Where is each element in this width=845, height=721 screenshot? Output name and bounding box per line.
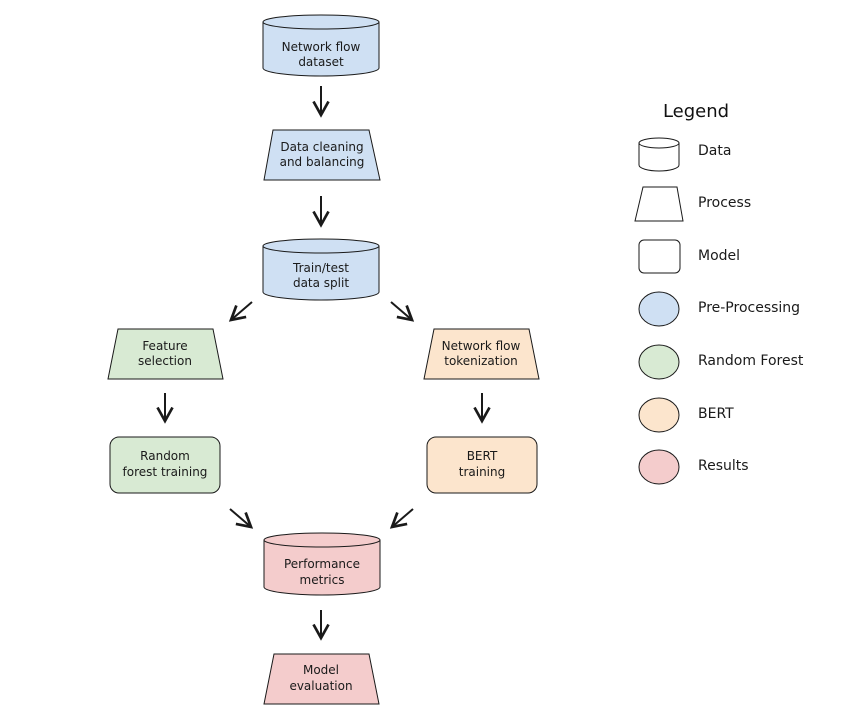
node-label: evaluation <box>289 679 352 693</box>
arrow-bert-training-to-metrics <box>389 508 414 529</box>
node-label: Network flow <box>442 339 521 353</box>
node-feature-selection: Feature selection <box>107 328 224 380</box>
legend-item-model: Model <box>638 239 740 274</box>
legend-item-pre-processing: Pre-Processing <box>638 291 800 327</box>
node-label: metrics <box>300 573 345 587</box>
node-label: BERT <box>467 449 498 463</box>
node-label: tokenization <box>444 354 518 368</box>
trapezoid-icon <box>634 186 684 222</box>
arrow-split-to-tokenization <box>390 301 415 322</box>
legend-label: Results <box>698 458 749 474</box>
legend-label: Model <box>698 248 740 264</box>
node-label: selection <box>138 354 192 368</box>
node-label: Model <box>303 663 339 677</box>
node-data-cleaning: Data cleaning and balancing <box>263 129 381 181</box>
rounded-rect-icon <box>638 239 681 274</box>
legend-item-results: Results <box>638 449 749 485</box>
node-performance-metrics: Performance metrics <box>263 532 381 596</box>
legend-label: Process <box>698 195 751 211</box>
circle-icon <box>638 397 680 433</box>
node-label: data split <box>293 276 349 290</box>
node-label: forest training <box>123 465 208 479</box>
legend-label: Random Forest <box>698 353 804 369</box>
legend-item-random-forest: Random Forest <box>638 344 804 380</box>
circle-icon <box>638 291 680 327</box>
node-network-flow-tokenization: Network flow tokenization <box>423 328 540 380</box>
node-label: Random <box>140 449 190 463</box>
legend-item-bert: BERT <box>638 397 734 433</box>
legend-item-process: Process <box>634 186 751 222</box>
circle-icon <box>638 449 680 485</box>
circle-icon <box>638 344 680 380</box>
node-random-forest-training: Random forest training <box>109 436 221 494</box>
node-model-evaluation: Model evaluation <box>263 653 380 705</box>
cylinder-icon <box>638 137 680 172</box>
node-label: Feature <box>142 339 187 353</box>
arrow-rf-training-to-metrics <box>229 508 254 529</box>
legend-title: Legend <box>663 101 729 122</box>
node-bert-training: BERT training <box>426 436 538 494</box>
node-dataset: Network flow dataset <box>262 14 380 77</box>
node-label: and balancing <box>280 155 365 169</box>
arrow-split-to-feature <box>228 301 253 322</box>
node-label: Data cleaning <box>280 140 363 154</box>
node-label: Train/test <box>292 261 349 275</box>
legend-label: Pre-Processing <box>698 300 800 316</box>
node-label: dataset <box>298 55 344 69</box>
node-train-test-split: Train/test data split <box>262 238 380 301</box>
legend-item-data: Data <box>638 137 731 172</box>
legend-label: BERT <box>698 406 734 422</box>
legend: Legend Data Process Model Pre-Processing… <box>634 101 804 485</box>
node-label: Performance <box>284 557 360 571</box>
node-label: training <box>459 465 506 479</box>
legend-label: Data <box>698 143 731 159</box>
node-label: Network flow <box>282 40 361 54</box>
